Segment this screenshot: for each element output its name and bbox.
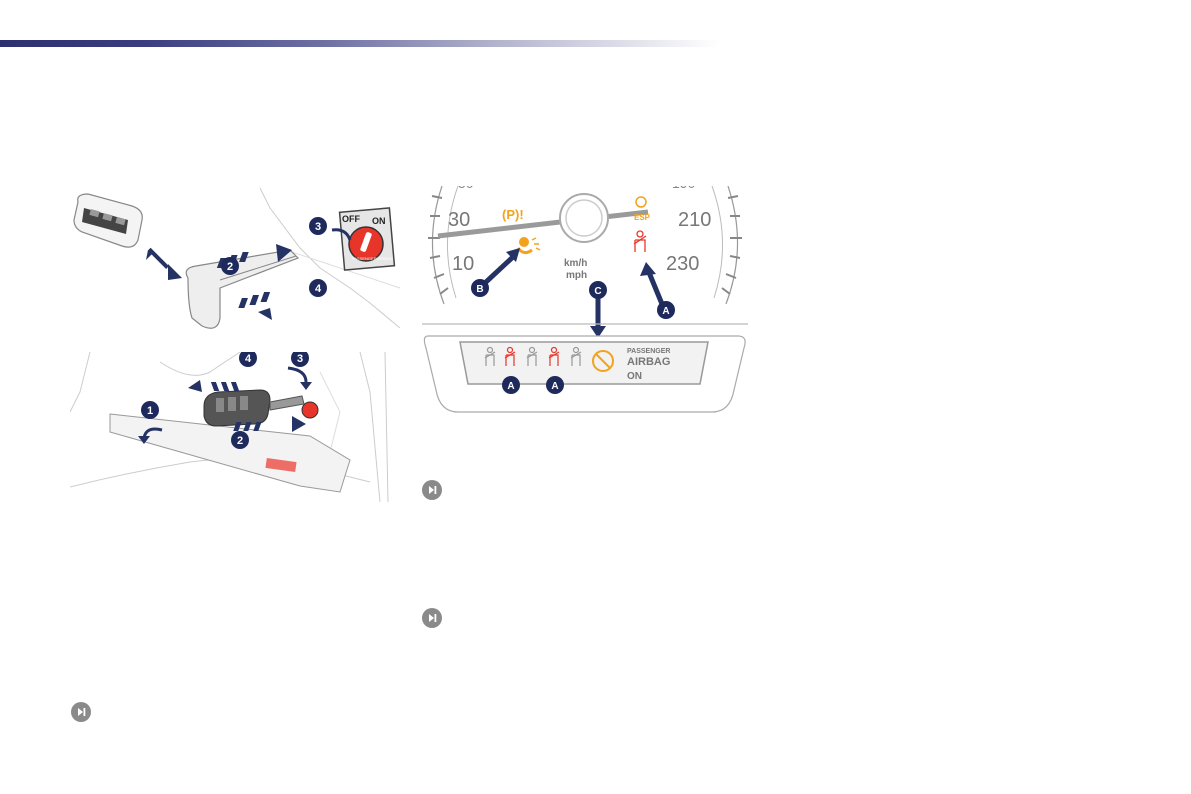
next-section-icon[interactable] <box>422 480 442 500</box>
step-marker-2: 2 <box>221 257 239 275</box>
step-marker-3: 3 <box>309 217 327 235</box>
key-blade-image <box>185 249 300 329</box>
step-marker-1: 1 <box>141 401 159 419</box>
airbag-warning-light <box>516 237 541 255</box>
gauge-210-label: 210 <box>678 209 711 231</box>
step-marker-3: 3 <box>291 352 309 367</box>
switch-off-label: OFF <box>342 214 360 224</box>
page-number <box>1130 38 1152 52</box>
svg-text:B: B <box>476 284 483 295</box>
figure-key-airbag-switch: OFF ON PASSENGER AIRBAG 2 3 4 <box>73 188 400 329</box>
seatbelt-warning-light <box>633 230 647 252</box>
svg-text:50: 50 <box>458 186 474 191</box>
svg-text:A: A <box>662 306 669 317</box>
svg-text:3: 3 <box>297 353 303 365</box>
svg-text:1: 1 <box>147 405 153 417</box>
figure-key-insertion: 1 2 3 4 <box>70 352 389 502</box>
key-in-switch-image <box>203 389 319 427</box>
panel-marker-a-1: A <box>502 376 520 394</box>
switch-on-label: ON <box>372 216 386 226</box>
svg-text:3: 3 <box>315 221 321 233</box>
airbag-switch-panel: OFF ON PASSENGER AIRBAG <box>338 207 396 271</box>
step-marker-4: 4 <box>239 352 257 367</box>
panel-airbag-label: AIRBAG <box>627 356 670 368</box>
unit-kmh-label: km/h <box>564 258 587 269</box>
svg-text:C: C <box>594 286 601 297</box>
gauge-230-label: 230 <box>666 253 699 275</box>
header-gradient-bar <box>0 40 720 47</box>
step-marker-4: 4 <box>309 279 327 297</box>
panel-passenger-label: PASSENGER <box>627 348 670 355</box>
svg-text:4: 4 <box>315 283 322 295</box>
svg-text:ESP: ESP <box>634 213 651 222</box>
passenger-airbag-off-icon <box>592 350 614 372</box>
svg-text:A: A <box>551 381 558 392</box>
next-section-icon[interactable] <box>422 608 442 628</box>
marker-b: B <box>471 279 489 297</box>
figure-instrument-cluster: 50 190 30 10 210 230 (P)! ESP km/h mph B… <box>422 186 748 413</box>
next-section-icon[interactable] <box>71 702 91 722</box>
svg-text:2: 2 <box>237 435 243 447</box>
switch-ring-text: PASSENGER AIRBAG <box>352 256 393 261</box>
panel-marker-a-2: A <box>546 376 564 394</box>
svg-text:190: 190 <box>672 186 696 191</box>
gauge-30-label: 30 <box>448 209 470 231</box>
panel-on-label: ON <box>627 371 642 382</box>
esp-warning-light: ESP <box>634 196 651 222</box>
svg-text:4: 4 <box>245 353 252 365</box>
svg-text:A: A <box>507 381 514 392</box>
park-brake-warning: (P)! <box>502 207 524 222</box>
gauge-10-label: 10 <box>452 253 474 275</box>
marker-a: A <box>657 301 675 319</box>
svg-text:2: 2 <box>227 261 233 273</box>
marker-c: C <box>589 281 607 299</box>
unit-mph-label: mph <box>566 270 587 281</box>
step-marker-2: 2 <box>231 431 249 449</box>
key-fob-image <box>73 193 143 248</box>
